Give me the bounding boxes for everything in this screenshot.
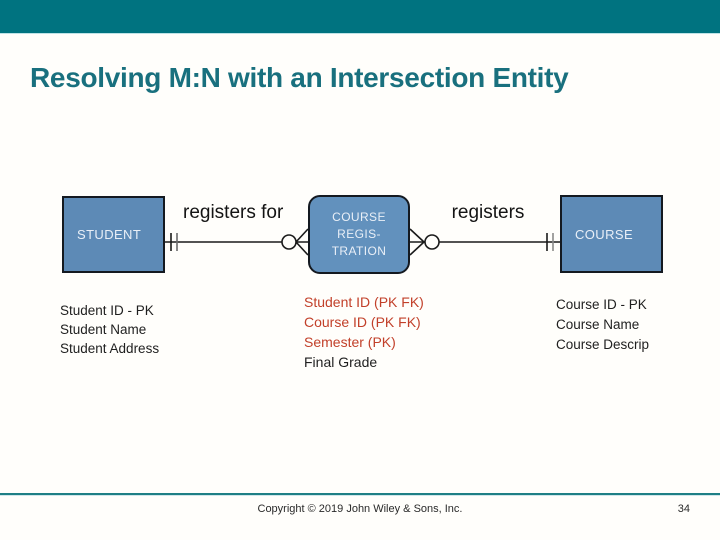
attribute-list-course: Course ID - PK Course Name Course Descri… [556,295,649,355]
one-and-only-one-ticks-icon [170,233,178,251]
attribute-row: Semester (PK) [304,334,396,350]
one-and-only-one-ticks-icon [546,233,554,251]
attribute-row: Student ID - PK [60,303,154,318]
attribute-row: Course Descrip [556,337,650,352]
entity-student: STUDENT [62,196,165,273]
attribute-row: Course ID (PK FK) [304,314,421,330]
entity-student-label: STUDENT [77,227,142,242]
footer-divider [0,493,720,496]
attribute-row: Student ID (PK FK) [304,294,424,310]
page-number: 34 [677,503,690,515]
entity-course-registration: COURSE REGIS- TRATION [308,195,410,274]
top-accent-bar [0,0,720,34]
attribute-list-course-registration: Student ID (PK FK) Course ID (PK FK) Sem… [304,292,424,372]
entity-course-label: COURSE [575,226,634,242]
entity-course-registration-label-line3: TRATION [331,244,387,258]
attribute-row: Student Name [60,322,147,337]
connector-registers [409,228,560,256]
entity-course: COURSE [560,195,663,273]
attribute-row: Final Grade [304,354,378,370]
footer-copyright: Copyright © 2019 John Wiley & Sons, Inc. [257,503,463,515]
entity-course-registration-label-line1: COURSE [332,210,386,224]
zero-or-many-crow-foot-icon [281,228,309,256]
attribute-row: Course Name [556,317,640,332]
page-title: Resolving M:N with an Intersection Entit… [30,62,569,93]
attribute-row: Course ID - PK [556,297,647,312]
relationship-label-registers: registers [451,202,525,223]
connector-registers-for [165,228,309,256]
attribute-list-student: Student ID - PK Student Name Student Add… [60,301,159,358]
attribute-row: Student Address [60,341,160,356]
entity-course-registration-label-line2: REGIS- [337,227,381,241]
zero-or-many-crow-foot-icon [409,228,440,256]
relationship-label-registers-for: registers for [183,202,284,223]
